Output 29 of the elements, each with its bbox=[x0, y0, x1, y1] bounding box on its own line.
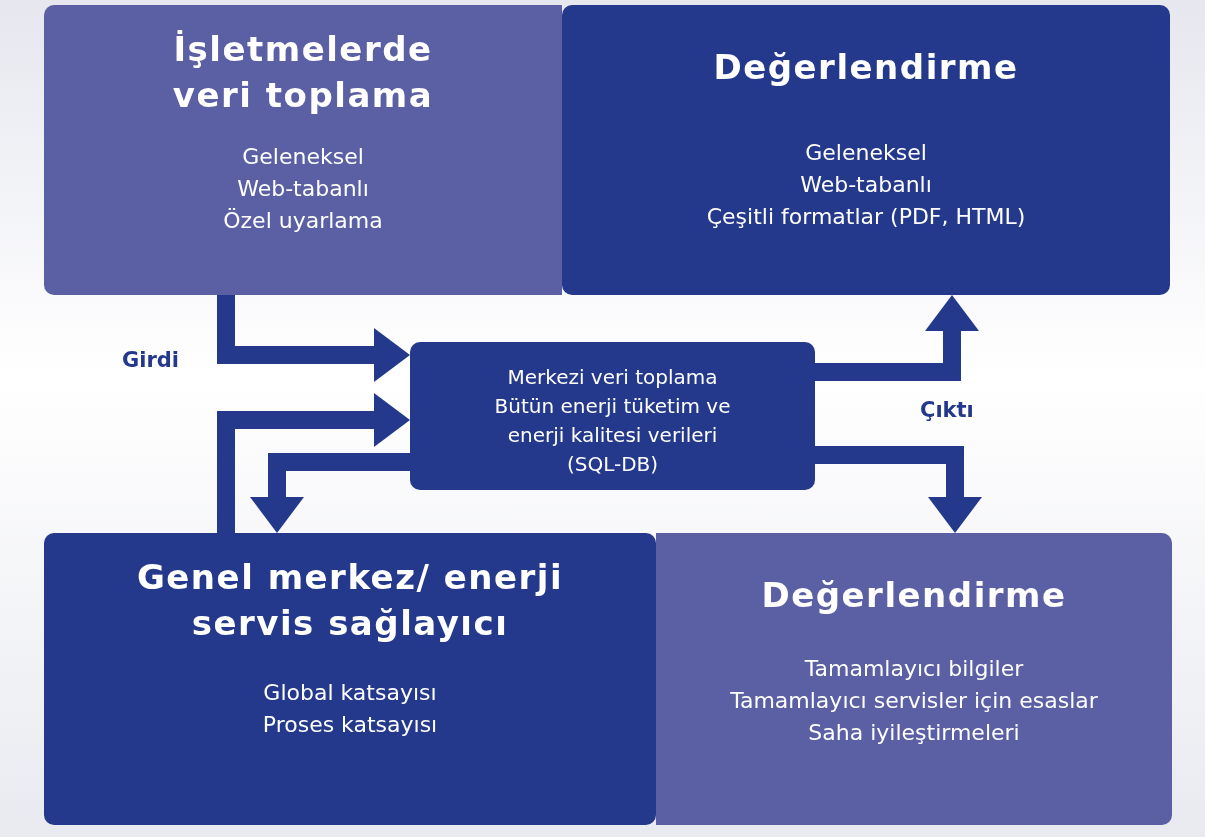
panel-text: Tamamlayıcı bilgiler bbox=[804, 654, 1024, 683]
panel-text: Çeşitli formatlar (PDF, HTML) bbox=[706, 202, 1026, 231]
flow-label: Çıktı bbox=[920, 398, 974, 422]
flow-label: Girdi bbox=[122, 348, 180, 372]
arrow bbox=[250, 453, 410, 533]
panel-box bbox=[44, 5, 562, 295]
panel-text: Saha iyileştirmeleri bbox=[808, 718, 1020, 747]
panel-text: (SQL-DB) bbox=[566, 451, 659, 478]
panel-heading: Değerlendirme bbox=[712, 46, 1020, 89]
panel-text: Tamamlayıcı servisler için esaslar bbox=[730, 686, 1098, 715]
panel-text: Merkezi veri toplama bbox=[507, 364, 718, 391]
panel-box bbox=[562, 5, 1170, 295]
arrow bbox=[815, 295, 979, 381]
process-box bbox=[410, 342, 815, 490]
panel-heading: Değerlendirme bbox=[760, 574, 1068, 617]
panel-text: Geleneksel bbox=[242, 142, 364, 171]
panel-text: Global katsayısı bbox=[263, 678, 437, 707]
arrow bbox=[815, 446, 982, 533]
panel-heading: İşletmelerde veri toplama bbox=[171, 28, 435, 117]
panel-heading: Genel merkez/ enerji servis sağlayıcı bbox=[135, 556, 565, 645]
panel-text: Web-tabanlı bbox=[800, 170, 932, 199]
panel-text: Bütün enerji tüketim ve enerji kalitesi verileri bbox=[493, 393, 732, 449]
arrow bbox=[217, 393, 410, 533]
panel-text: Web-tabanlı bbox=[237, 174, 369, 203]
panel-text: Proses katsayısı bbox=[262, 710, 438, 739]
panel-box bbox=[44, 533, 656, 825]
panel-text: Özel uyarlama bbox=[223, 206, 383, 235]
panel-text: Geleneksel bbox=[805, 138, 927, 167]
panel-box bbox=[656, 533, 1172, 825]
